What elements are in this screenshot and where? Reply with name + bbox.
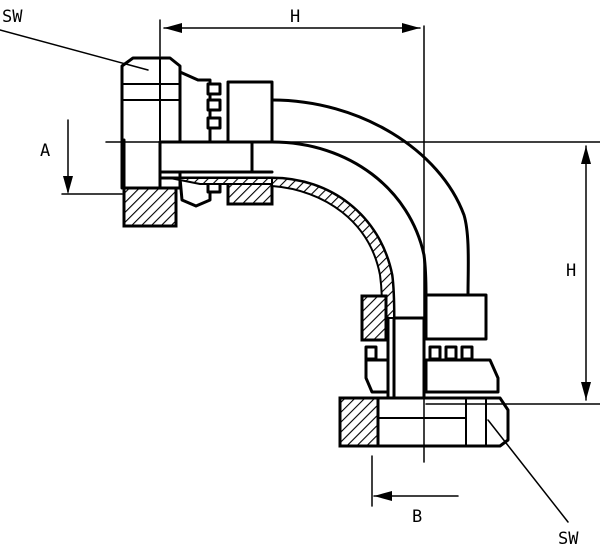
bottom-swivel-nut [338, 396, 510, 448]
dimension-a [61, 119, 123, 195]
label-sw-top: SW [2, 7, 23, 27]
label-h-top: H [290, 7, 300, 27]
top-swivel-nut [120, 56, 182, 228]
leader-sw-top [0, 29, 149, 71]
dimension-b [373, 491, 459, 501]
dimension-h-right [581, 145, 591, 401]
bent-tube [270, 98, 470, 320]
dimension-h-top [163, 23, 421, 33]
top-fitting-body [158, 70, 274, 208]
reference-lines [105, 19, 600, 507]
label-a: A [40, 141, 50, 161]
label-b: B [412, 507, 422, 527]
leader-sw-bottom [487, 419, 569, 523]
bottom-fitting-body [360, 293, 500, 406]
label-h-right: H [566, 261, 576, 281]
label-sw-bottom: SW [558, 529, 579, 549]
